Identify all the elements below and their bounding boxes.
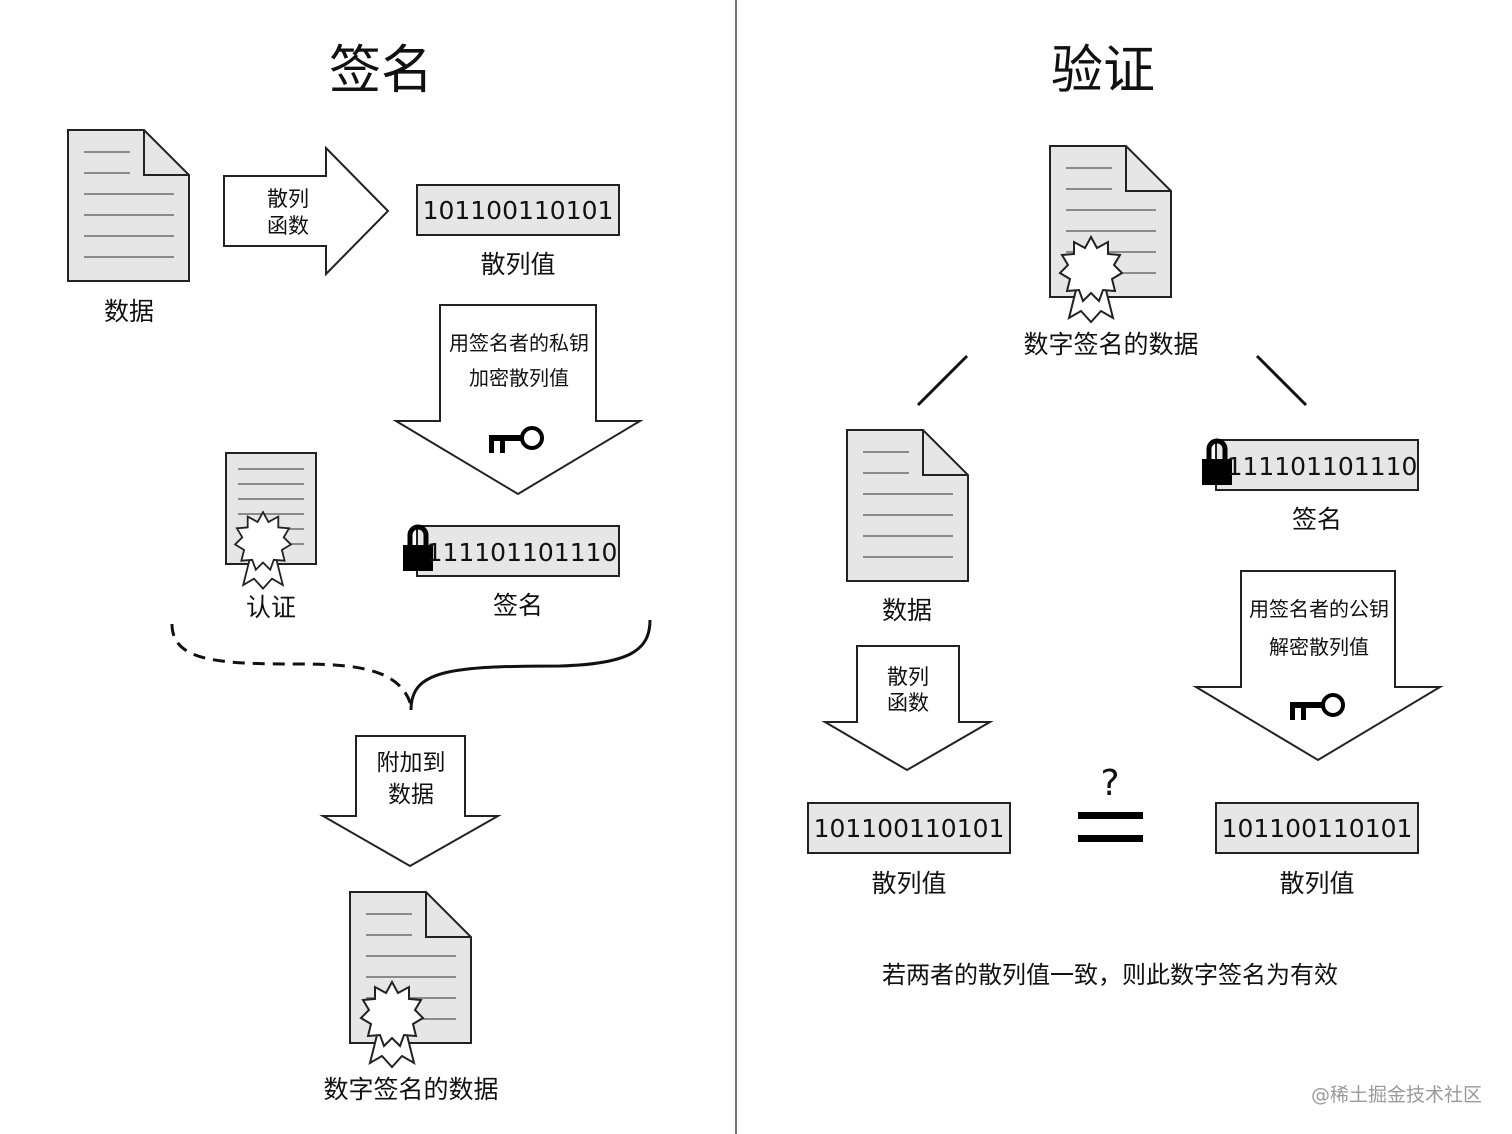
encrypt-arrow: [392, 304, 644, 496]
compare-question-mark: ?: [1100, 763, 1119, 804]
verify-hash-arrow-label-line2: 函数: [887, 691, 929, 715]
decrypt-arrow-label-line1: 用签名者的公钥: [1249, 597, 1389, 621]
attach-arrow-label-line1: 附加到: [377, 750, 446, 776]
verify-hash-left-box: [807, 802, 1011, 854]
attach-arrow-label-line2: 数据: [388, 782, 434, 808]
decrypt-arrow: [1192, 570, 1444, 762]
verify-data-label: 数据: [882, 596, 932, 625]
verify-title: 验证: [1051, 41, 1155, 101]
merge-brace-solid: [409, 619, 652, 711]
verify-hash-right-box: [1215, 802, 1419, 854]
verify-signature-box: [1215, 439, 1419, 491]
data-document-icon: [67, 129, 190, 282]
verify-hash-right-label: 散列值: [1279, 869, 1354, 898]
verify-hash-left-value: 101100110101: [814, 814, 1005, 843]
signature-label: 签名: [493, 591, 543, 620]
sign-title: 签名: [329, 41, 433, 101]
merge-brace-dashed: [170, 623, 413, 706]
certificate-label: 认证: [246, 593, 296, 622]
hash-value: 101100110101: [423, 196, 614, 225]
watermark: @稀土掘金技术社区: [1311, 1084, 1482, 1106]
data-label: 数据: [104, 297, 154, 326]
encrypt-arrow-label-line1: 用签名者的私钥: [449, 331, 589, 355]
hash-arrow-label-line1: 散列: [267, 187, 309, 211]
verify-signed-data-label: 数字签名的数据: [1023, 330, 1198, 359]
verify-signature-value: 111101101110: [1227, 452, 1418, 481]
verify-hash-arrow: [821, 645, 994, 772]
verify-hash-right-value: 101100110101: [1222, 814, 1413, 843]
hash-value-box: [416, 184, 620, 236]
certificate-document-icon: [225, 452, 317, 590]
signature-value: 111101101110: [427, 538, 618, 567]
hash-arrow-label-line2: 函数: [267, 214, 309, 238]
encrypt-arrow-label-line2: 加密散列值: [469, 366, 569, 390]
attach-arrow: [319, 735, 502, 868]
hash-function-arrow: [223, 145, 390, 277]
hash-value-label: 散列值: [480, 250, 555, 279]
signed-data-label: 数字签名的数据: [323, 1075, 498, 1104]
verify-hash-arrow-label-line1: 散列: [887, 665, 929, 689]
split-line-right: [1255, 354, 1308, 407]
conclusion-text: 若两者的散列值一致，则此数字签名为有效: [882, 961, 1338, 989]
verify-data-document-icon: [846, 429, 969, 582]
split-line-left: [916, 354, 969, 407]
verify-hash-left-label: 散列值: [871, 869, 946, 898]
decrypt-arrow-label-line2: 解密散列值: [1269, 635, 1369, 659]
verify-signature-label: 签名: [1292, 505, 1342, 534]
equals-sign: [1078, 812, 1143, 842]
